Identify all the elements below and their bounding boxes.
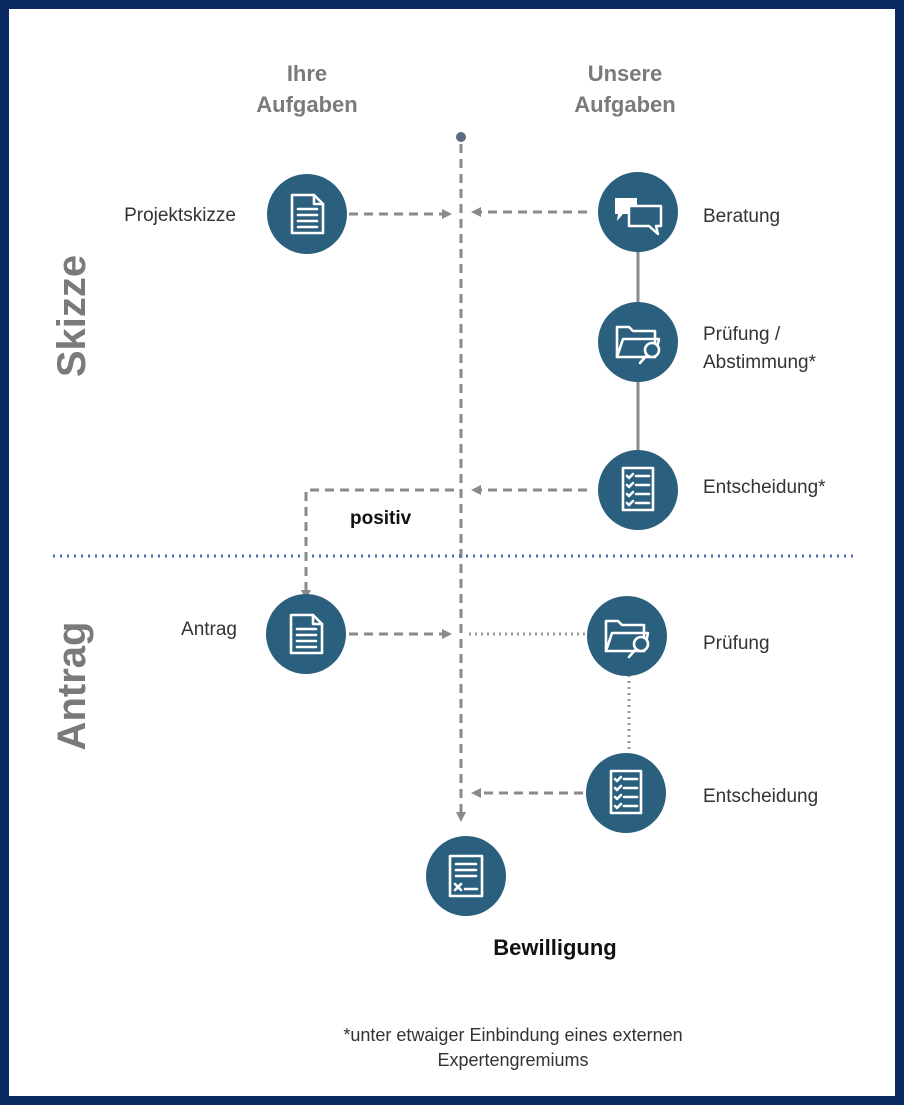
chat-bubbles-icon: [615, 198, 663, 236]
node-antrag: [266, 594, 346, 674]
phase-label-skizze: Skizze: [50, 255, 94, 377]
node-pruefung: [587, 596, 667, 676]
step-label-beratung: Beratung: [703, 206, 780, 227]
footnote-line2: Expertengremiums: [437, 1050, 588, 1070]
process-flow-diagram: Ihre Aufgaben Unsere Aufgaben Skizze Ant…: [50, 61, 853, 1070]
step-label-entscheidung-antrag: Entscheidung: [703, 786, 818, 807]
final-label-bewilligung: Bewilligung: [493, 935, 616, 960]
step-label-pruefung: Prüfung: [703, 633, 770, 654]
checklist-icon: [609, 769, 643, 815]
column-heading-left-line2: Aufgaben: [256, 92, 357, 117]
folder-search-icon: [604, 619, 650, 659]
column-heading-right-line2: Aufgaben: [574, 92, 675, 117]
diagram-canvas: Ihre Aufgaben Unsere Aufgaben Skizze Ant…: [9, 9, 895, 1096]
node-entscheidung: [598, 450, 678, 530]
folder-search-icon: [615, 325, 661, 365]
step-label-entscheidung: Entscheidung*: [703, 477, 826, 498]
decision-label-positiv: positiv: [350, 508, 412, 529]
node-entscheidung-antrag: [586, 753, 666, 833]
phase-label-antrag: Antrag: [50, 622, 94, 751]
step-label-pruefung-line1: Prüfung /: [703, 324, 781, 345]
document-icon: [290, 193, 325, 235]
node-beratung: [598, 172, 678, 252]
step-label-antrag: Antrag: [181, 619, 237, 640]
node-projektskizze: [267, 174, 347, 254]
checklist-icon: [621, 466, 655, 512]
step-label-pruefung-line2: Abstimmung*: [703, 352, 817, 373]
document-icon: [289, 613, 324, 655]
timeline-start-dot: [456, 132, 466, 142]
signed-document-icon: [448, 854, 484, 898]
connector-positiv: [301, 488, 454, 600]
column-heading-right-line1: Unsere: [588, 61, 663, 86]
footnote-line1: *unter etwaiger Einbindung eines externe…: [343, 1025, 682, 1045]
node-bewilligung: [426, 836, 506, 916]
node-pruefung-abstimmung: [598, 302, 678, 382]
step-label-projektskizze: Projektskizze: [124, 205, 236, 226]
column-heading-left-line1: Ihre: [287, 61, 327, 86]
